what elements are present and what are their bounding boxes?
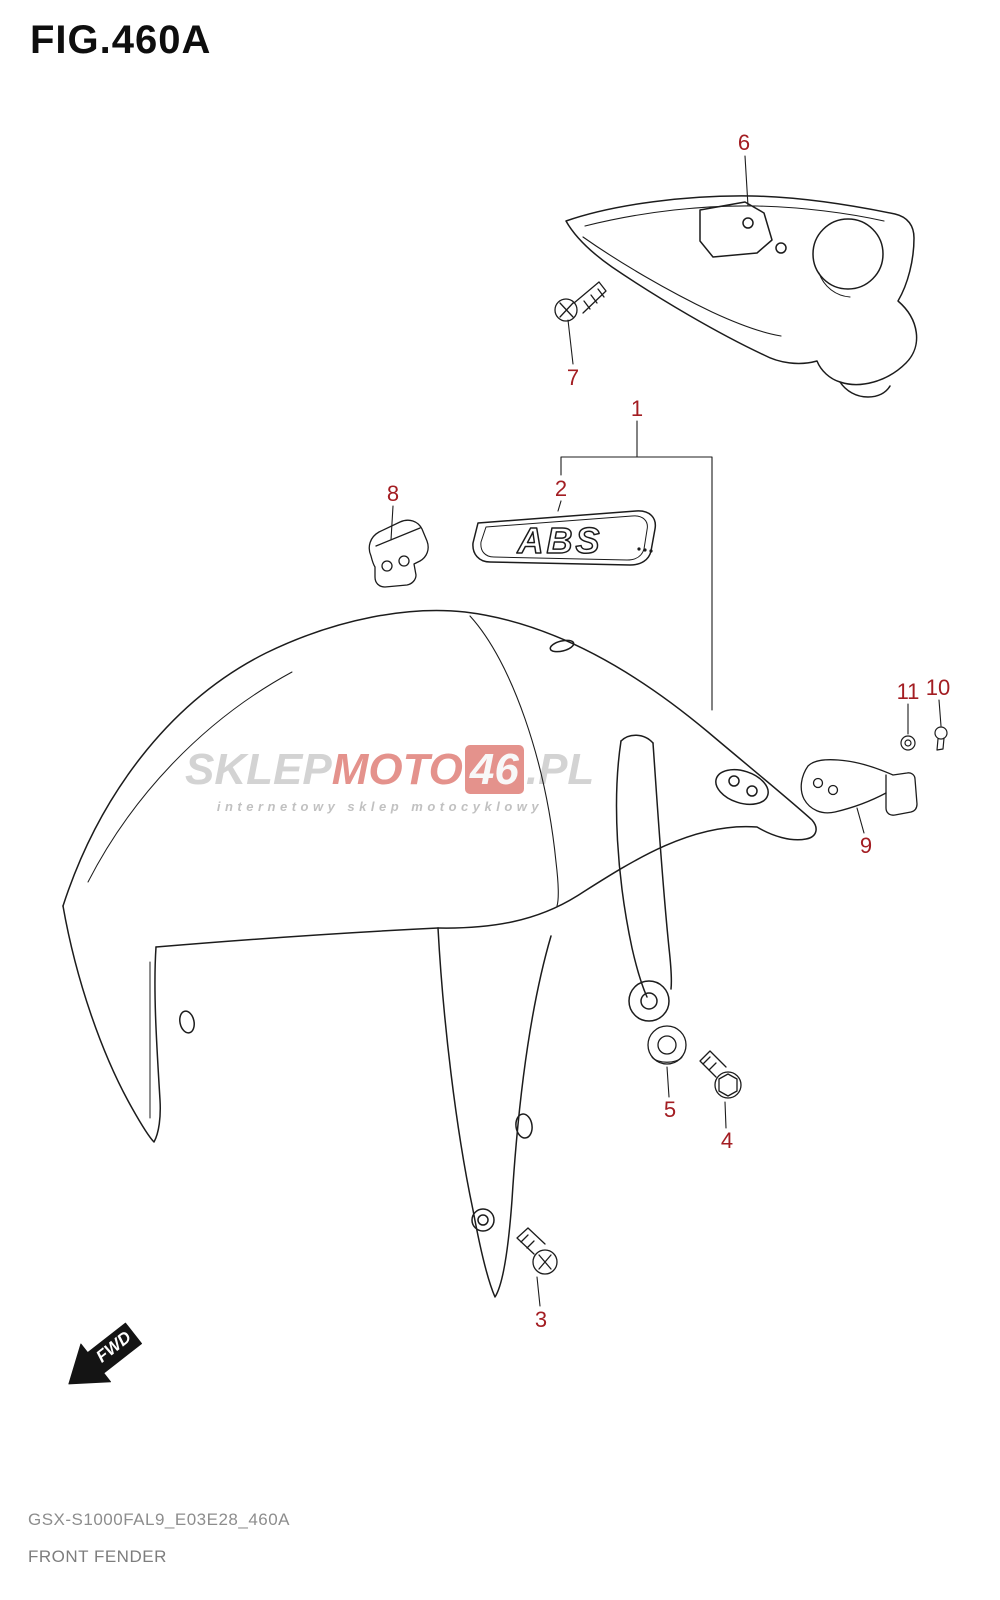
callout-2: 2 (554, 476, 568, 501)
part-9-bracket (800, 759, 918, 816)
callout-6: 6 (737, 130, 751, 155)
callout-7: 7 (566, 365, 580, 390)
part-4-bolt (699, 1050, 742, 1099)
part-11-washer (900, 735, 916, 751)
part-6-brace (565, 195, 918, 398)
callout-8: 8 (386, 481, 400, 506)
part-10-bolt (934, 726, 948, 751)
callout-1: 1 (630, 396, 644, 421)
part-8-clamp (368, 519, 429, 588)
part-7-screw (554, 281, 607, 322)
callout-9: 9 (859, 833, 873, 858)
callout-10: 10 (925, 675, 951, 700)
callout-11: 11 (896, 679, 920, 704)
figure-title: FIG.460A (30, 18, 212, 62)
part-name: FRONT FENDER (28, 1547, 167, 1566)
leader-lines (390, 155, 942, 1307)
part-3-screw (516, 1227, 558, 1275)
part-code: GSX-S1000FAL9_E03E28_460A (28, 1510, 291, 1529)
abs-emblem-text: ABS (516, 520, 602, 561)
part-5-spacer (647, 1025, 687, 1065)
part-2-abs-emblem: ABS (472, 510, 657, 566)
callout-5: 5 (663, 1097, 677, 1122)
part-1-front-fender (62, 609, 817, 1298)
callout-3: 3 (534, 1307, 548, 1332)
callout-4: 4 (720, 1128, 734, 1153)
fwd-arrow: FWD (68, 1322, 142, 1385)
